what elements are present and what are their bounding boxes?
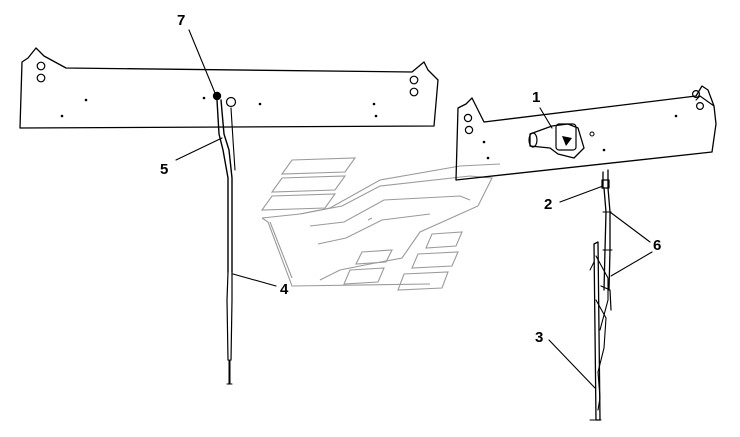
callout-7: 7: [177, 12, 185, 29]
watermark-logo: [260, 157, 501, 291]
mounting-hole-left-bottom: [36, 73, 46, 83]
callout-6: 6: [653, 237, 661, 254]
callout-labels: 7 5 4 1 2 6 3: [160, 12, 661, 346]
callout-5: 5: [160, 161, 168, 178]
callout-3: 3: [535, 329, 543, 346]
wiper-blade: [589, 241, 612, 421]
left-support-panel: [19, 47, 439, 129]
right-support-panel: [455, 85, 717, 189]
callout-leaders: [175, 29, 653, 389]
callout-4: 4: [280, 281, 289, 298]
pivot-boss: [225, 96, 237, 108]
callout-2: 2: [544, 196, 552, 213]
right-wiper-arm-assembly: [589, 187, 613, 421]
left-wiper-arm-assembly: [216, 99, 236, 385]
mounting-hole-right-bottom: [409, 87, 419, 97]
washer-nozzle: [212, 91, 222, 101]
mounting-hole-right-top: [409, 75, 419, 85]
mounting-hole-left-top: [36, 61, 46, 71]
wiper-motor: [528, 123, 595, 159]
callout-1: 1: [532, 89, 540, 106]
